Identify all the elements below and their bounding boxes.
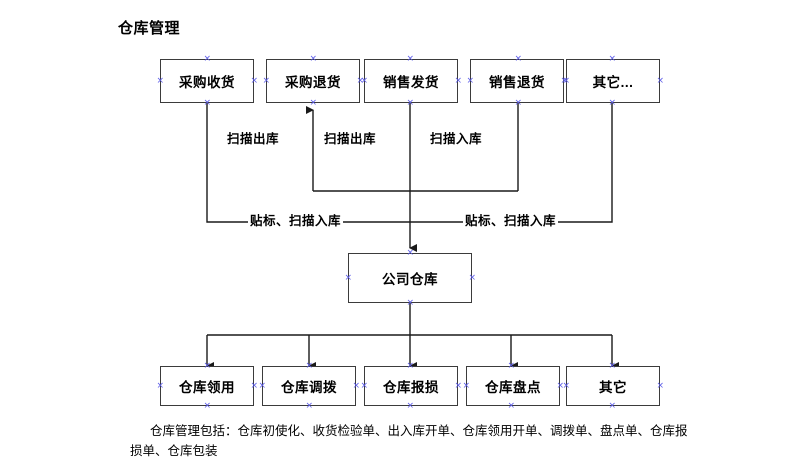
edge-label-scan-out-2: 扫描出库 xyxy=(322,132,379,146)
node-bottom-other[interactable]: 其它 xyxy=(566,366,660,406)
node-sales-return[interactable]: 销售退货 xyxy=(470,59,564,103)
edge-label-scan-out-1: 扫描出库 xyxy=(225,132,282,146)
node-label: 仓库调拨 xyxy=(281,380,337,395)
node-label: 公司仓库 xyxy=(382,272,438,287)
node-label: 销售退货 xyxy=(489,75,545,90)
node-label: 采购退货 xyxy=(285,75,341,90)
node-purchase-receipt[interactable]: 采购收货 xyxy=(160,59,254,103)
node-warehouse-transfer[interactable]: 仓库调拨 xyxy=(262,366,356,406)
edge-label-scan-in-1: 扫描入库 xyxy=(428,132,485,146)
node-label: 销售发货 xyxy=(383,75,439,90)
node-top-other[interactable]: 其它... xyxy=(566,59,660,103)
page-title: 仓库管理 xyxy=(118,20,181,37)
node-label: 仓库盘点 xyxy=(485,380,541,395)
node-sales-shipment[interactable]: 销售发货 xyxy=(364,59,458,103)
node-label: 采购收货 xyxy=(179,75,235,90)
edge-label-scan-in-left: 贴标、扫描入库 xyxy=(248,214,344,228)
node-label: 其它... xyxy=(592,75,634,90)
diagram-caption: 仓库管理包括：仓库初使化、收货检验单、出入库开单、仓库领用开单、调拨单、盘点单、… xyxy=(130,424,688,458)
node-warehouse-requisition[interactable]: 仓库领用 xyxy=(160,366,254,406)
node-label: 仓库领用 xyxy=(179,380,235,395)
node-warehouse-stocktake[interactable]: 仓库盘点 xyxy=(466,366,560,406)
node-warehouse-damage[interactable]: 仓库报损 xyxy=(364,366,458,406)
node-label: 其它 xyxy=(599,380,627,395)
node-purchase-return[interactable]: 采购退货 xyxy=(266,59,360,103)
node-company-warehouse[interactable]: 公司仓库 xyxy=(348,253,472,303)
edge-top-other-to-warehouse xyxy=(410,103,613,223)
edge-label-scan-in-right: 贴标、扫描入库 xyxy=(463,214,559,228)
edge-purchase-receipt-to-warehouse xyxy=(206,103,410,223)
node-label: 仓库报损 xyxy=(383,380,439,395)
